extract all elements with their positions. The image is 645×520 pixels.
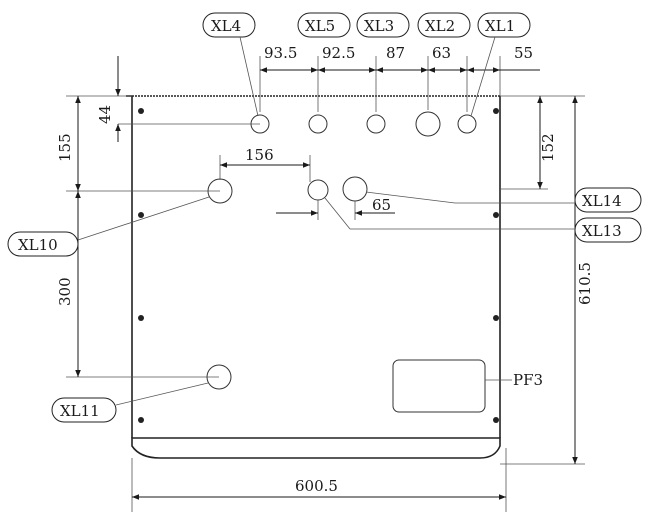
dim-63: 63 — [432, 44, 451, 62]
right-dimensions: 152 610.5 — [500, 95, 594, 465]
bolt — [493, 212, 499, 218]
callout-xl14: XL14 — [582, 192, 622, 210]
dim-87: 87 — [386, 44, 405, 62]
dim-600-5: 600.5 — [295, 477, 338, 495]
side-callouts: XL10 XL11 XL14 XL13 PF3 — [7, 187, 642, 423]
hole-xl13 — [307, 179, 329, 201]
callout-xl13: XL13 — [582, 222, 622, 240]
dim-610-5: 610.5 — [576, 262, 594, 305]
panel-bottom-lip — [131, 437, 501, 459]
hole-xl5 — [308, 114, 328, 134]
callout-xl11-pill — [51, 397, 117, 423]
dim-152: 152 — [539, 133, 557, 162]
dim-156-group: 156 — [219, 146, 311, 182]
bolt — [138, 108, 144, 114]
pf3-plate — [392, 359, 486, 413]
top-dimension-chain: 93.5 92.5 87 63 55 — [259, 44, 540, 112]
bolt — [493, 108, 499, 114]
hole-xl3 — [366, 114, 386, 134]
callout-xl10-pill — [7, 231, 79, 257]
callout-xl2-pill — [417, 12, 471, 38]
callout-xl10: XL10 — [18, 236, 58, 254]
callout-xl5: XL5 — [305, 17, 335, 35]
hole-xl1 — [457, 114, 477, 134]
dim-65: 65 — [372, 196, 391, 214]
callout-xl11: XL11 — [60, 402, 100, 420]
dim-92-5: 92.5 — [322, 44, 355, 62]
bolt — [493, 315, 499, 321]
dim-93-5: 93.5 — [264, 44, 297, 62]
callout-xl3-pill — [356, 12, 410, 38]
callout-pf3: PF3 — [513, 371, 543, 389]
bolt — [138, 417, 144, 423]
callout-xl2: XL2 — [425, 17, 455, 35]
bolt — [138, 212, 144, 218]
left-dimensions: 44 155 300 — [56, 56, 260, 378]
dim-300: 300 — [56, 277, 74, 306]
dim-155: 155 — [56, 133, 74, 162]
callout-xl4-pill — [202, 12, 256, 38]
dim-44: 44 — [96, 105, 114, 124]
callout-xl13-pill — [574, 217, 642, 243]
callout-xl1-pill — [477, 12, 531, 38]
top-callouts: XL4 XL5 XL3 XL2 XL1 — [202, 12, 531, 117]
bolt — [493, 417, 499, 423]
callout-xl3: XL3 — [364, 17, 394, 35]
dim-65-group: 65 — [276, 196, 395, 220]
bolt — [138, 315, 144, 321]
callout-xl1: XL1 — [485, 17, 515, 35]
bottom-dimension: 600.5 — [131, 448, 507, 512]
hole-xl2 — [415, 111, 441, 137]
hole-xl14 — [342, 176, 368, 202]
panel — [126, 95, 501, 459]
callout-xl14-pill — [574, 187, 642, 213]
dim-156: 156 — [245, 146, 274, 164]
callout-xl5-pill — [297, 12, 351, 38]
bolt-holes — [138, 108, 499, 423]
dim-55: 55 — [514, 44, 533, 62]
callout-xl4: XL4 — [211, 17, 241, 35]
